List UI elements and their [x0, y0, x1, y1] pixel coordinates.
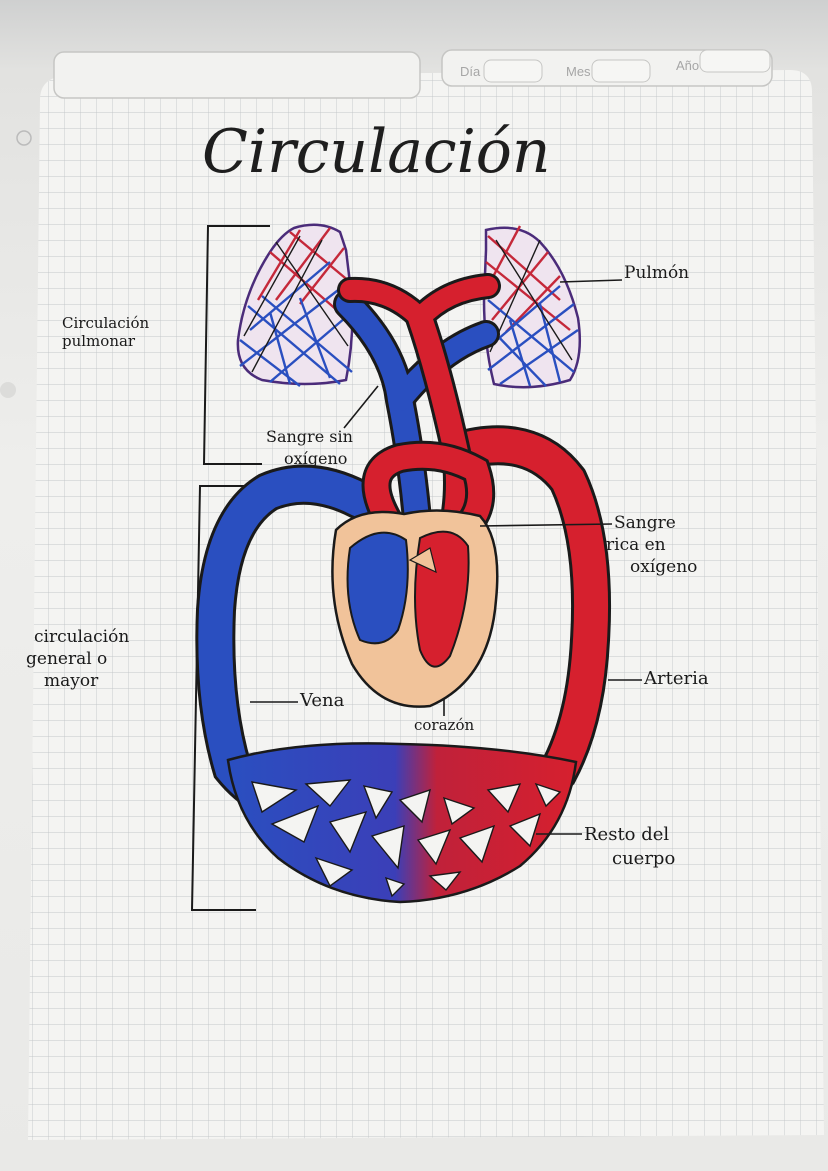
- label-corazon: corazón: [414, 716, 474, 734]
- label-sangre-sin-line2: oxígeno: [284, 449, 347, 468]
- dia-label: Día: [460, 64, 481, 79]
- header-bar: Día Mes Año: [53, 49, 773, 99]
- label-circulacion-general: circulación general o mayor: [26, 627, 129, 691]
- mes-label: Mes: [566, 64, 591, 79]
- label-resto-line1: Resto del: [584, 824, 669, 845]
- label-sangre-rica-line3: oxígeno: [630, 557, 697, 577]
- aortic-arch: [364, 443, 493, 532]
- ano-label: Año: [676, 58, 699, 73]
- right-lung: [482, 225, 582, 389]
- left-lung: [236, 223, 354, 387]
- dia-field[interactable]: [483, 59, 543, 83]
- left-lung-deoxygenated-net: [239, 261, 353, 387]
- mes-field[interactable]: [591, 59, 651, 83]
- label-sangre-rica-oxigeno: Sangre rica en oxígeno: [606, 513, 697, 577]
- label-resto-line2: cuerpo: [612, 848, 675, 869]
- label-vena: Vena: [299, 690, 345, 711]
- binder-hole-icon: [16, 130, 32, 146]
- label-pulmonar-line2: pulmonar: [62, 332, 136, 350]
- label-general-line2: general o: [26, 649, 107, 669]
- pulmonary-bracket: [202, 225, 270, 465]
- ano-field[interactable]: [699, 49, 771, 73]
- page-title: Circulación: [202, 117, 551, 187]
- sangre-rica-leader: [479, 523, 613, 527]
- header-name-box[interactable]: [53, 51, 421, 99]
- label-arteria: Arteria: [643, 668, 709, 689]
- capillary-gaps: [250, 779, 562, 898]
- label-pulmon: Pulmón: [624, 263, 689, 283]
- systemic-bracket: [190, 485, 262, 911]
- capillary-bed: [226, 742, 578, 904]
- binder-hole-icon: [0, 382, 16, 398]
- heart-right-chamber: [346, 531, 409, 645]
- label-general-line3: mayor: [44, 671, 99, 691]
- label-resto-del-cuerpo: Resto del cuerpo: [584, 824, 675, 869]
- label-sangre-sin-oxigeno: Sangre sin oxígeno: [266, 427, 353, 468]
- heart: [331, 509, 499, 708]
- label-pulmonar-line1: Circulación: [62, 314, 149, 332]
- label-sangre-rica-line1: Sangre: [614, 513, 676, 533]
- leader-lines: [250, 279, 642, 835]
- label-sangre-rica-line2: rica en: [606, 535, 666, 555]
- left-lung-outline-net: [243, 235, 349, 373]
- label-general-line1: circulación: [34, 627, 129, 647]
- pulmon-leader: [559, 279, 623, 283]
- label-circulacion-pulmonar: Circulación pulmonar: [62, 314, 149, 350]
- right-lung-deoxygenated-net: [487, 285, 579, 387]
- brackets: [190, 225, 270, 911]
- sangre-sin-leader: [343, 385, 379, 429]
- label-sangre-sin-line1: Sangre sin: [266, 427, 353, 446]
